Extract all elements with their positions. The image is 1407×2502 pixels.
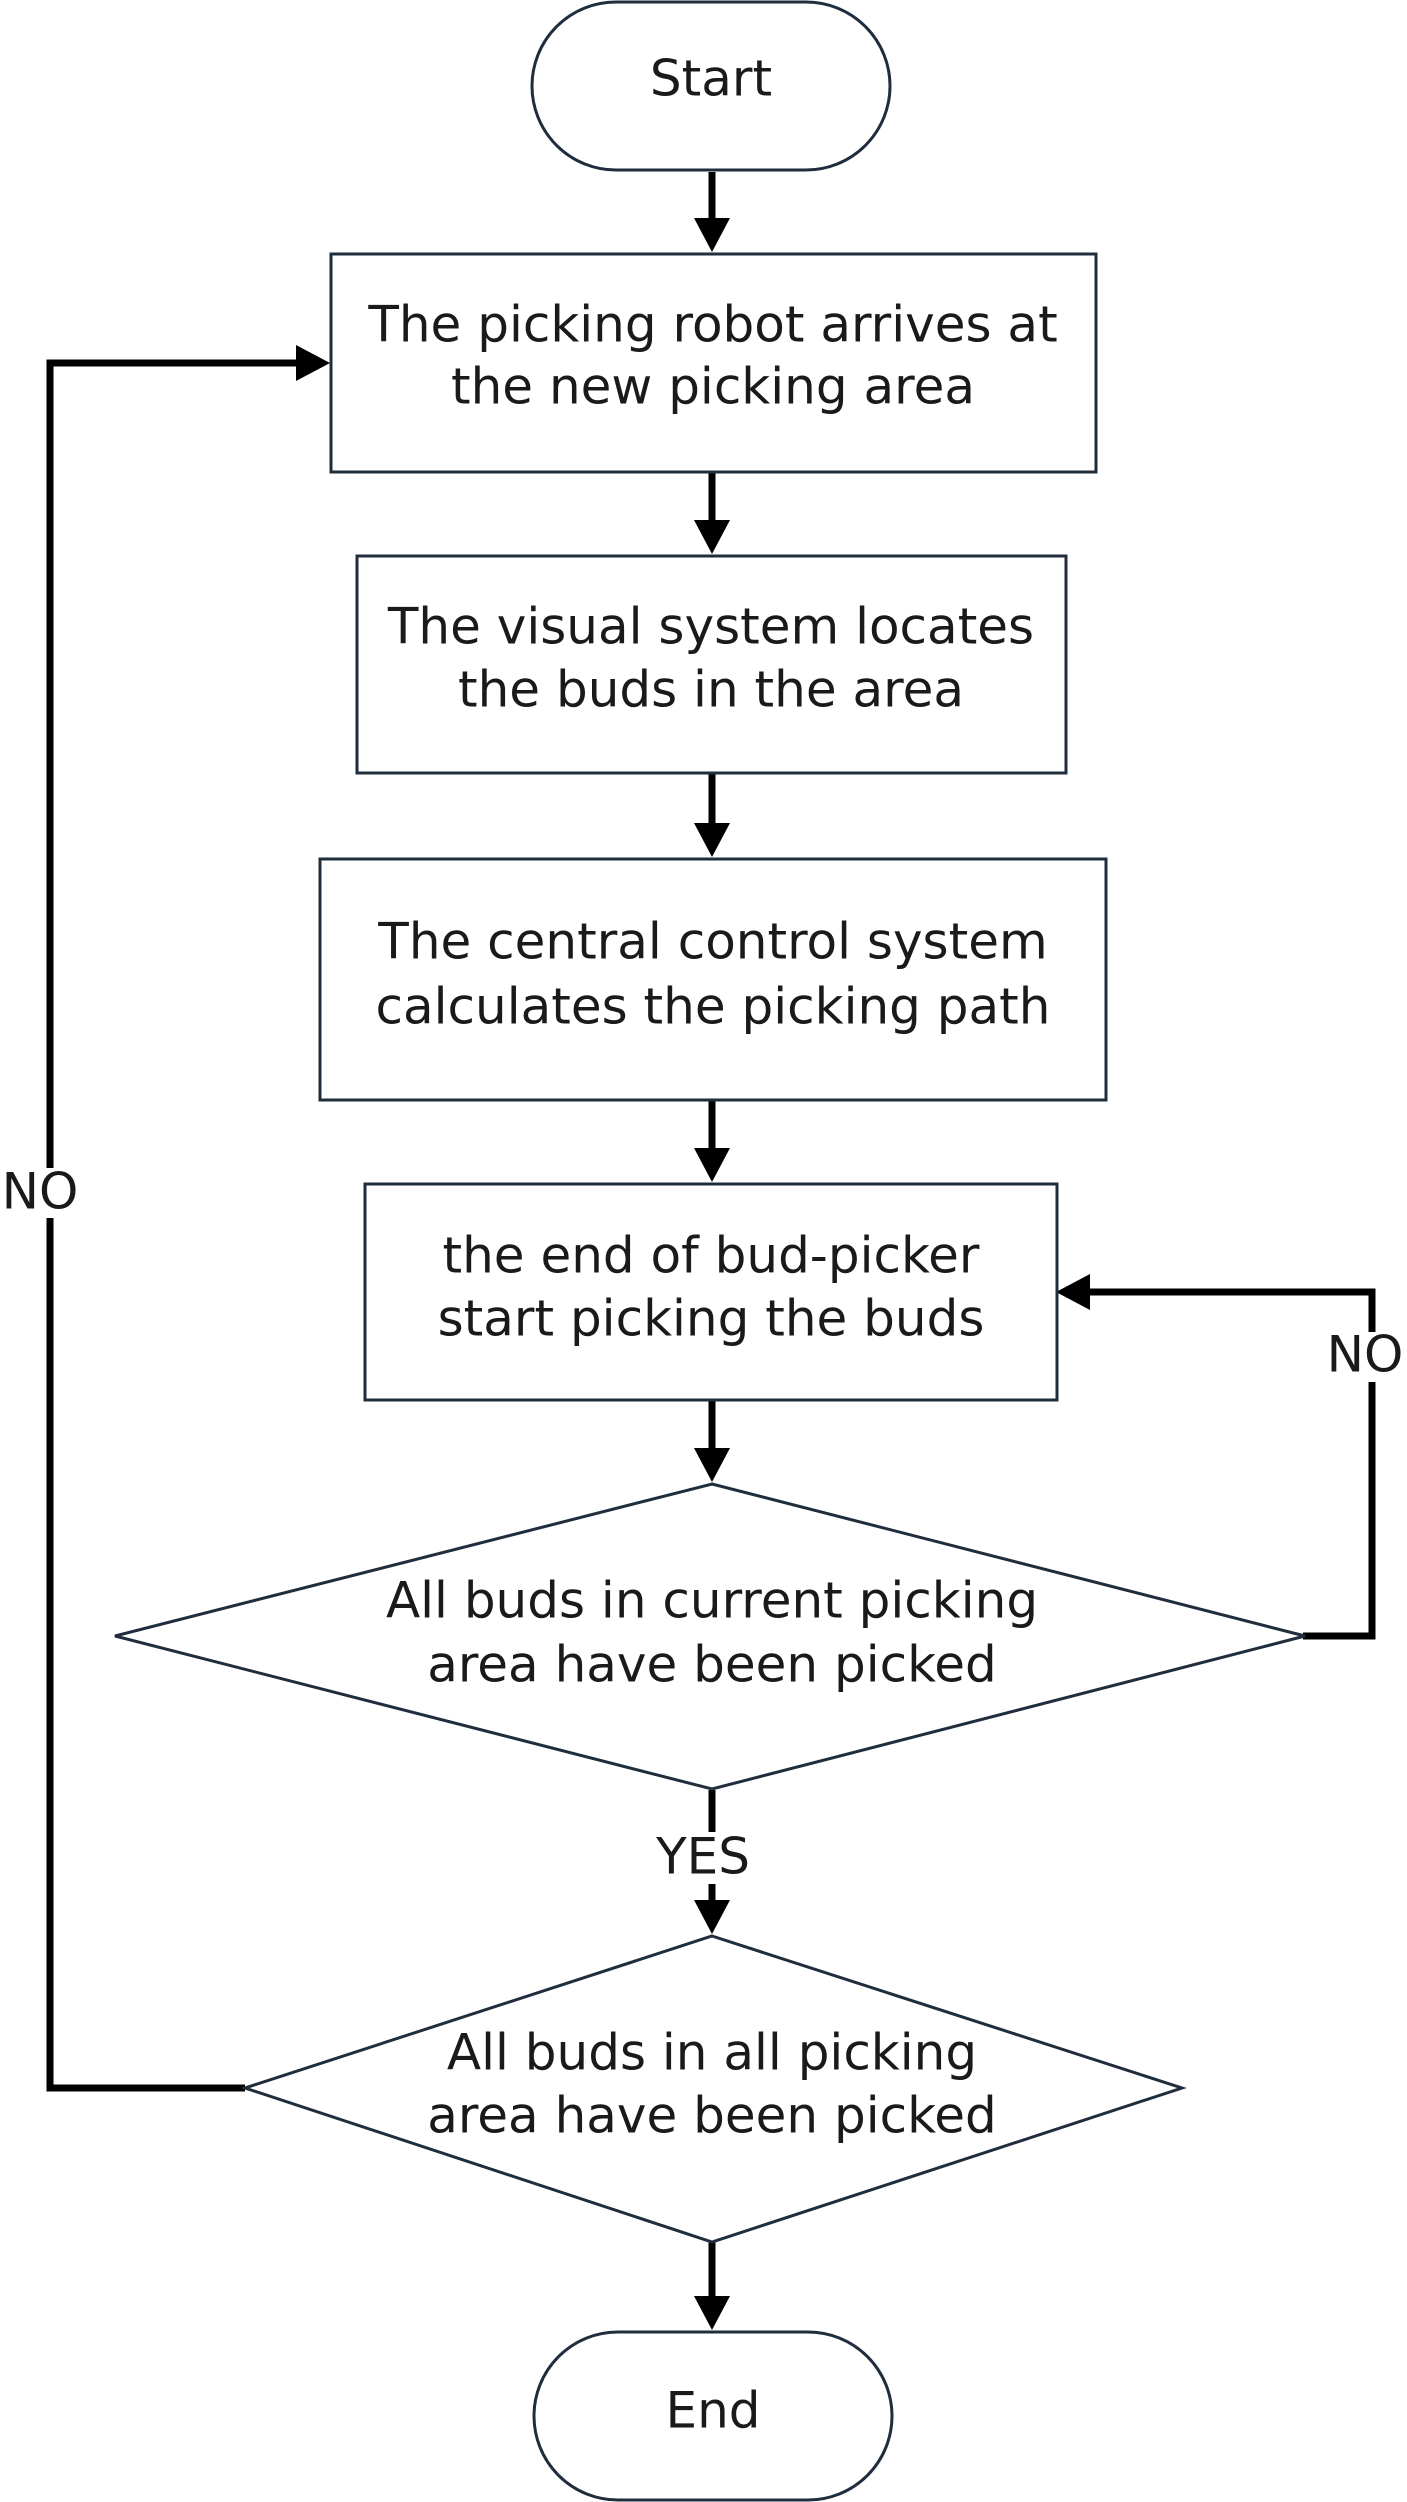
node-locate-line2: the buds in the area <box>458 661 964 719</box>
arrowhead-start-to-arrive <box>694 218 730 252</box>
process-locate-shape <box>355 554 1068 775</box>
node-calculate: The central control system calculates th… <box>318 857 1108 1102</box>
process-arrive-shape <box>329 252 1098 474</box>
node-arrive-line2: the new picking area <box>451 358 975 416</box>
node-locate-line1: The visual system locates <box>387 598 1034 656</box>
arrowhead-decision-current-no <box>1056 1274 1090 1310</box>
node-calculate-line2: calculates the picking path <box>376 978 1051 1036</box>
node-end: End <box>532 2330 894 2502</box>
node-decision-current: All buds in current picking area have be… <box>114 1482 1306 1791</box>
terminator-end-shape <box>532 2330 894 2502</box>
edge-labels: NO NO YES <box>0 1163 1406 1886</box>
terminator-start-shape <box>530 0 892 172</box>
arrowhead-calculate-to-pick <box>694 1148 730 1182</box>
node-locate: The visual system locates the buds in th… <box>355 554 1068 775</box>
arrowhead-decision-all-no <box>296 345 330 381</box>
node-arrive: The picking robot arrives at the new pic… <box>329 252 1098 474</box>
arrowhead-pick-to-decision-current <box>694 1448 730 1482</box>
edge-label-decision-current-yes: YES <box>655 1828 750 1886</box>
node-decision-all-line2: area have been picked <box>427 2087 997 2145</box>
decision-current-shape <box>114 1482 1306 1791</box>
node-start-label: Start <box>650 50 772 108</box>
arrowhead-arrive-to-locate <box>694 520 730 554</box>
node-calculate-line1: The central control system <box>377 913 1047 971</box>
edge-label-decision-all-no: NO <box>2 1163 79 1221</box>
node-decision-all-line1: All buds in all picking <box>447 2024 977 2082</box>
process-pick-shape <box>363 1182 1059 1402</box>
node-end-label: End <box>665 2382 760 2440</box>
node-start: Start <box>530 0 892 172</box>
node-decision-current-line1: All buds in current picking <box>386 1572 1038 1630</box>
process-calculate-shape <box>318 857 1108 1102</box>
decision-all-shape <box>240 1934 1187 2244</box>
arrowhead-decision-current-yes <box>694 1900 730 1934</box>
node-decision-current-line2: area have been picked <box>427 1636 997 1694</box>
arrowhead-decision-all-to-end <box>694 2296 730 2330</box>
node-pick-line1: the end of bud-picker <box>443 1227 980 1285</box>
edge-label-decision-current-no: NO <box>1327 1326 1404 1384</box>
arrowhead-locate-to-calculate <box>694 823 730 857</box>
node-pick: the end of bud-picker start picking the … <box>363 1182 1059 1402</box>
node-arrive-line1: The picking robot arrives at <box>367 296 1057 354</box>
connector-decision-current-no <box>1090 1288 1376 1640</box>
node-decision-all: All buds in all picking area have been p… <box>240 1934 1187 2244</box>
connector-decision-all-no <box>46 359 296 2092</box>
node-pick-line2: start picking the buds <box>438 1290 985 1348</box>
connectors <box>46 172 1376 2330</box>
